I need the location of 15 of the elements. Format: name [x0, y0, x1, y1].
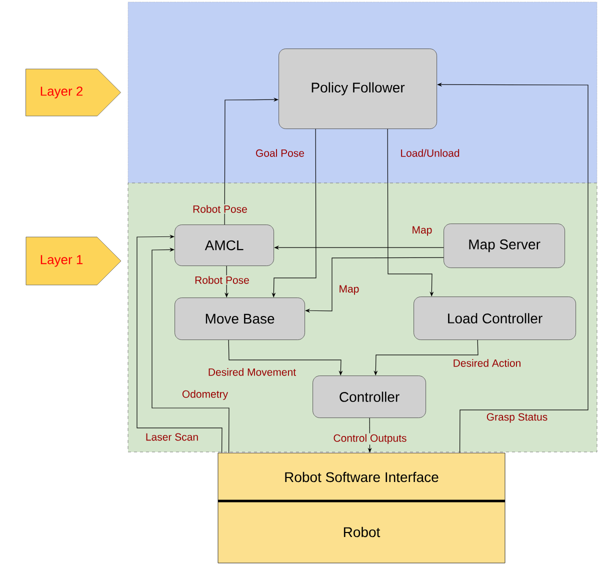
process-box: Policy Follower — [278, 48, 437, 129]
arrow — [136, 234, 222, 454]
process-box: AMCL — [174, 224, 274, 266]
layer-box: Robot — [218, 500, 506, 564]
arrow — [152, 248, 230, 454]
layer-tag: Layer 1 — [26, 236, 122, 286]
edge-label: Grasp Status — [486, 412, 548, 424]
process-box: Controller — [312, 376, 426, 418]
process-box: Map Server — [444, 224, 565, 268]
process-box: Load Controller — [414, 296, 576, 340]
edge-label: Odometry — [181, 389, 229, 401]
layer-tag: Layer 2 — [26, 68, 121, 116]
edge-label: Control Outputs — [332, 433, 408, 445]
layer-box: Robot Software Interface — [218, 452, 506, 502]
process-box: Move Base — [174, 298, 305, 340]
